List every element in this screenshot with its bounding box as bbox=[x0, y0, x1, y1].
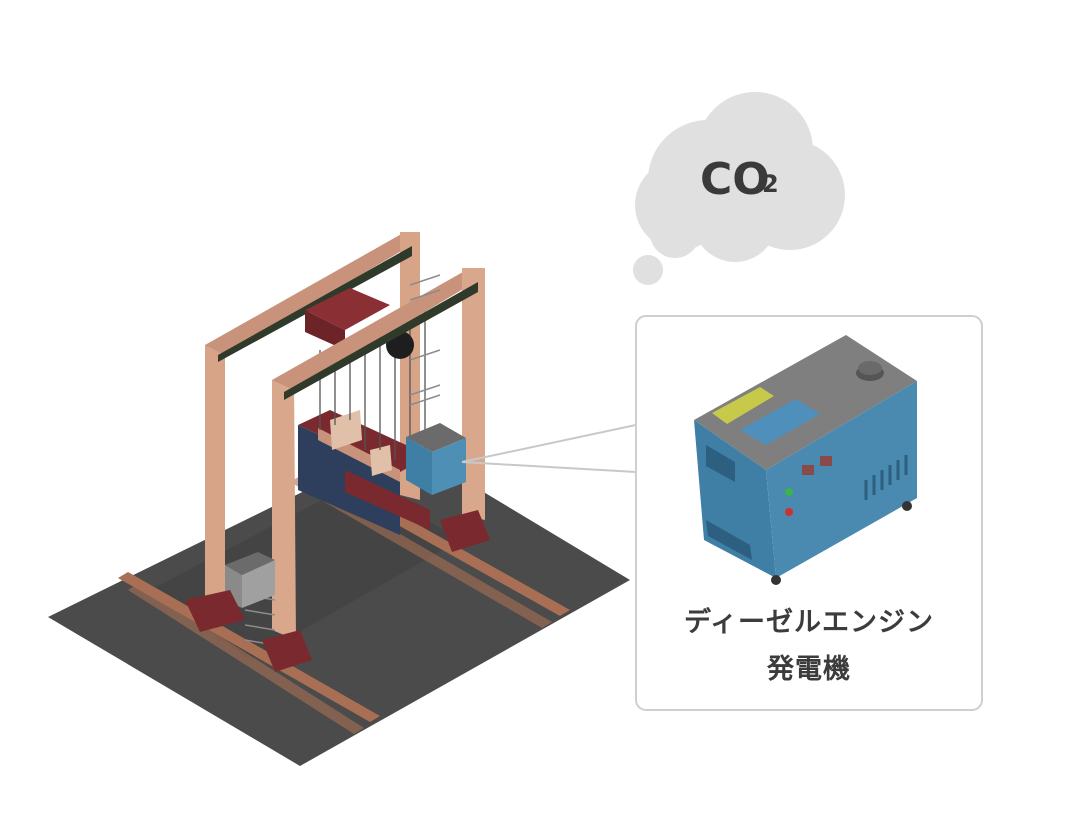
generator-controls bbox=[785, 456, 832, 516]
co2-formula-subscript: 2 bbox=[762, 170, 779, 198]
generator-vents bbox=[706, 445, 752, 560]
spreader bbox=[318, 410, 400, 482]
co2-cloud-icon bbox=[633, 92, 845, 285]
gantry-crane-icon bbox=[185, 232, 490, 672]
callout-connector bbox=[461, 424, 637, 473]
co2-formula-main: CO bbox=[700, 154, 770, 205]
crane-bogies bbox=[185, 510, 490, 672]
generator-grille bbox=[864, 455, 908, 500]
callout-title-line2: 発電機 bbox=[767, 654, 851, 685]
crane-generator-box bbox=[406, 423, 466, 495]
callout-title-line1: ディーゼルエンジン bbox=[683, 607, 935, 638]
diesel-generator-icon bbox=[694, 335, 917, 585]
co2-label: CO 2 bbox=[700, 154, 779, 205]
